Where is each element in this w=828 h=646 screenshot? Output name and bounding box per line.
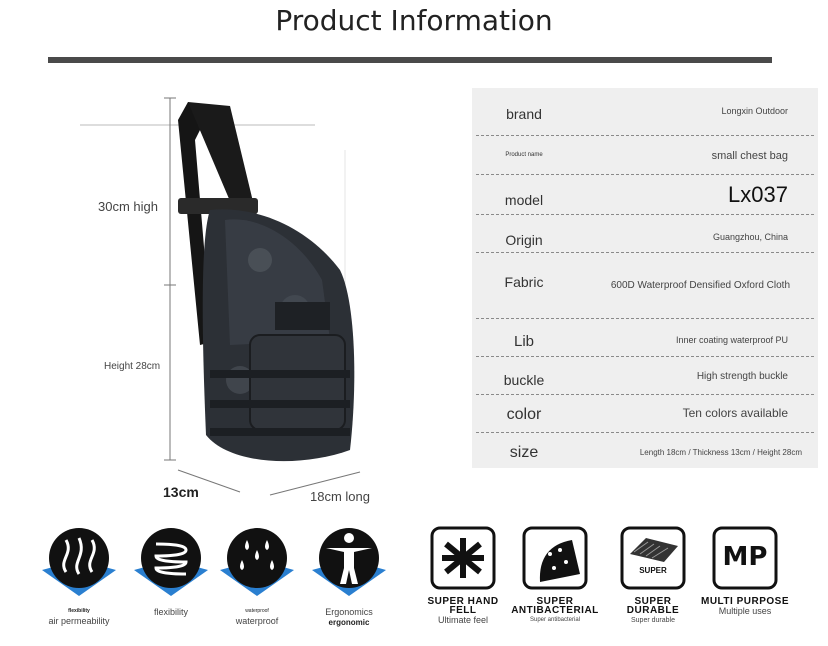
- spec-value: 600D Waterproof Densified Oxford Cloth: [610, 280, 790, 291]
- spec-key: model: [504, 192, 544, 208]
- feature-small-text: Ergonomics: [325, 607, 373, 617]
- feature-small-text: waterproof: [245, 608, 269, 614]
- feature-label: Super durable: [631, 617, 675, 624]
- length-label: 18cm long: [310, 489, 370, 504]
- feature-label: ergonomic: [328, 618, 370, 627]
- product-image: [60, 80, 460, 510]
- spec-value: Guangzhou, China: [712, 232, 788, 242]
- spec-key: Product name: [505, 152, 543, 158]
- spec-table: brand Longxin Outdoor Product name small…: [472, 88, 818, 468]
- spec-key: color: [506, 406, 542, 423]
- feature-multi-purpose: MP MULTI PURPOSE Multiple uses: [700, 524, 790, 617]
- row-divider: [476, 252, 814, 253]
- height-label: 30cm high: [98, 199, 158, 214]
- feature-title: SUPER DURABLE: [626, 596, 680, 616]
- spec-value: Lx037: [728, 182, 788, 207]
- feature-label: waterproof: [235, 616, 279, 626]
- feature-label: air permeability: [48, 616, 110, 626]
- multi-purpose-icon: [712, 526, 778, 590]
- spec-key: Origin: [505, 232, 543, 248]
- spec-key: Fabric: [504, 274, 544, 290]
- feature-title: SUPER ANTIBACTERIAL: [511, 596, 599, 616]
- row-divider: [476, 214, 814, 215]
- feature-hand-feel: SUPER HAND FELL Ultimate feel: [418, 524, 508, 626]
- hand-feel-icon: [430, 526, 496, 590]
- row-divider: [476, 318, 814, 319]
- spec-value: Length 18cm / Thickness 13cm / Height 28…: [639, 448, 802, 457]
- spec-value: Longxin Outdoor: [721, 106, 788, 116]
- feature-ergonomic: Ergonomics ergonomic: [304, 520, 394, 627]
- feature-flexibility: flexibility: [126, 520, 216, 618]
- feature-label: Ultimate feel: [437, 615, 489, 625]
- mp-badge-text: MP: [722, 542, 768, 572]
- spec-value: Inner coating waterproof PU: [675, 335, 788, 345]
- durable-badge-text: SUPER: [639, 566, 667, 575]
- spec-value: Ten colors available: [682, 406, 788, 420]
- width-label: 13cm: [163, 484, 199, 500]
- body-height-label: Height 28cm: [104, 361, 161, 372]
- row-divider: [476, 394, 814, 395]
- durable-fabric-icon: [620, 526, 686, 590]
- spec-key: Lib: [513, 333, 535, 350]
- feature-small-text: flexibility: [68, 608, 90, 614]
- row-divider: [476, 432, 814, 433]
- air-waves-icon: [42, 528, 116, 596]
- spec-value: small chest bag: [711, 150, 788, 162]
- spec-key: size: [509, 444, 539, 461]
- feature-label: Super antibacterial: [529, 617, 581, 623]
- spec-value: High strength buckle: [696, 371, 788, 382]
- row-divider: [476, 174, 814, 175]
- page-title: Product Information: [275, 4, 553, 37]
- row-divider: [476, 135, 814, 136]
- feature-title: MULTI PURPOSE: [701, 596, 789, 607]
- spec-key: buckle: [503, 372, 545, 388]
- feature-air-permeability: flexibility air permeability: [34, 520, 124, 627]
- feature-antibacterial: SUPER ANTIBACTERIAL Super antibacterial: [510, 524, 600, 626]
- feature-waterproof: waterproof waterproof: [212, 520, 302, 627]
- feature-title: SUPER HAND FELL: [427, 596, 499, 616]
- row-divider: [476, 356, 814, 357]
- antibacterial-icon: [522, 526, 588, 590]
- title-divider: [48, 57, 772, 63]
- person-figure-icon: [312, 528, 386, 596]
- chest-bag-illustration: [80, 97, 361, 496]
- feature-durable: SUPER SUPER DURABLE Super durable: [608, 524, 698, 626]
- feature-label: flexibility: [153, 607, 188, 617]
- spec-key: brand: [506, 106, 542, 122]
- spring-coil-icon: [134, 528, 208, 596]
- feature-label: Multiple uses: [718, 606, 772, 616]
- water-drops-icon: [220, 528, 294, 596]
